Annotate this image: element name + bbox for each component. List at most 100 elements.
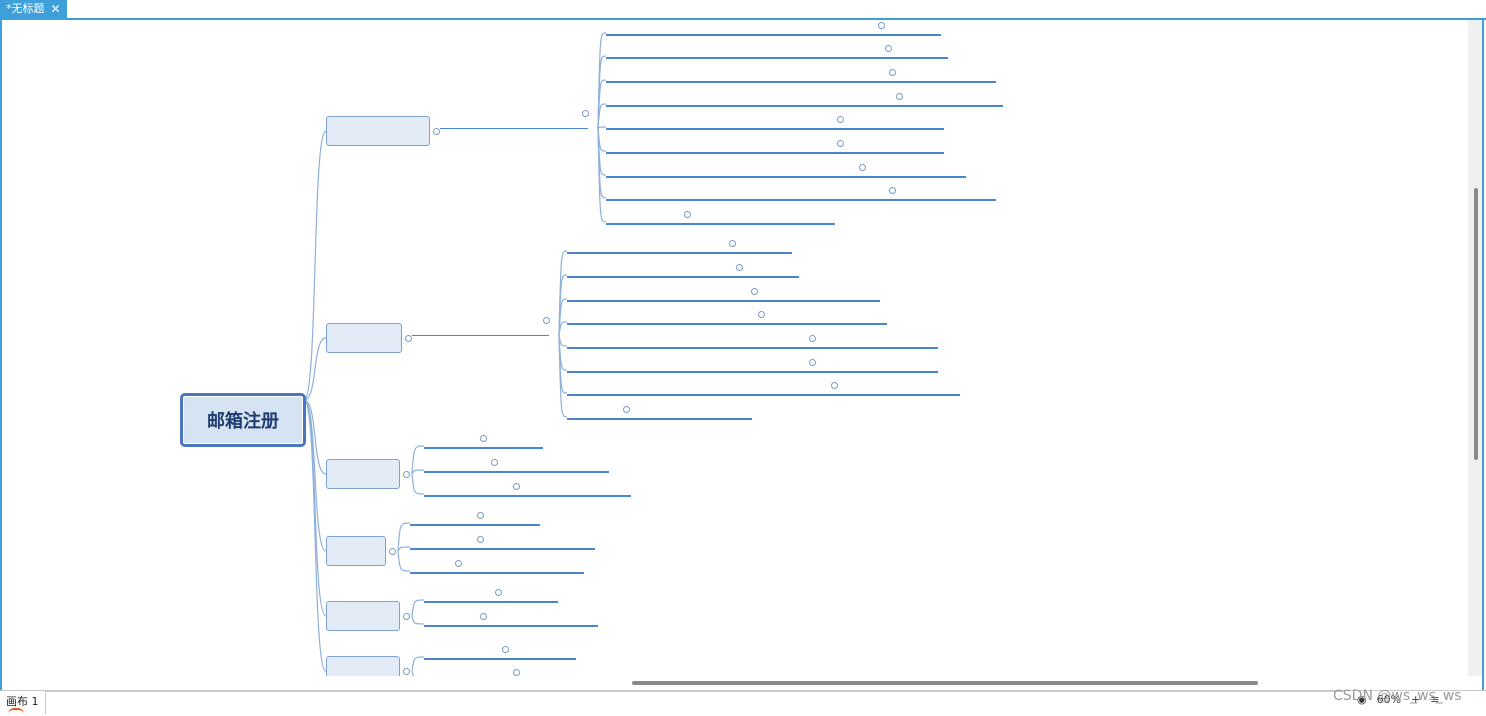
result-underline — [846, 128, 944, 130]
collapse-dot-icon — [403, 668, 410, 675]
collapse-dot-icon — [808, 335, 816, 342]
item-underline — [424, 471, 515, 473]
collapse-dot-icon — [491, 459, 498, 466]
eye-icon[interactable]: ◉ — [1357, 693, 1367, 706]
result-underline — [898, 199, 996, 201]
connector-lines — [303, 32, 606, 676]
branch-topic-3[interactable] — [326, 459, 400, 489]
collapse-dot-icon — [477, 512, 484, 519]
branch-topic-5[interactable] — [326, 601, 400, 631]
item-underline — [566, 252, 753, 254]
collapse-dot-icon — [405, 335, 412, 342]
item-underline — [605, 34, 902, 36]
collapse-dot-icon — [433, 128, 440, 135]
collapse-dot-icon — [455, 560, 462, 567]
result-underline — [512, 658, 576, 660]
branch-topic-2[interactable] — [326, 323, 402, 353]
mindmap-canvas[interactable]: 邮箱注册 — [2, 20, 1468, 676]
collapse-dot-icon — [836, 116, 844, 123]
collapse-dot-icon — [480, 435, 487, 442]
collapse-dot-icon — [877, 22, 885, 29]
result-underline — [745, 276, 799, 278]
zoom-level: 60% — [1376, 693, 1402, 706]
item-underline — [424, 658, 526, 660]
close-icon[interactable]: ✕ — [50, 2, 61, 16]
collapse-dot-icon — [728, 240, 736, 247]
collapse-dot-icon — [403, 613, 410, 620]
collapse-dot-icon — [502, 646, 509, 653]
bottom-bar: 画布 1 ◉ 60% + ≡ — [0, 690, 1486, 716]
item-underline — [566, 394, 855, 396]
item-underline — [566, 371, 833, 373]
collapse-dot-icon — [884, 45, 892, 52]
central-topic[interactable]: 邮箱注册 — [180, 393, 306, 447]
item-underline — [605, 223, 708, 225]
result-underline — [818, 371, 938, 373]
item-underline — [424, 495, 537, 497]
item-underline — [410, 572, 479, 574]
result-underline — [501, 471, 609, 473]
collapse-dot-icon — [830, 382, 838, 389]
collapse-dot-icon — [513, 483, 520, 490]
collapse-dot-icon — [480, 613, 487, 620]
item-underline — [566, 418, 647, 420]
collapse-dot-icon — [389, 548, 396, 555]
document-tab-title: *无标题 — [6, 2, 45, 15]
collapse-dot-icon — [477, 536, 484, 543]
result-underline — [505, 601, 558, 603]
collapse-dot-icon — [888, 69, 896, 76]
result-underline — [818, 347, 938, 349]
result-underline — [490, 625, 598, 627]
zoom-controls: ◉ 60% + ≡ — [1357, 693, 1440, 706]
result-underline — [465, 572, 584, 574]
result-underline — [760, 300, 880, 302]
item-underline — [566, 347, 833, 349]
result-underline — [846, 152, 944, 154]
result-underline — [898, 81, 996, 83]
status-indicator — [8, 708, 24, 714]
branch-topic-4[interactable] — [326, 536, 386, 566]
result-underline — [868, 176, 966, 178]
item-underline — [605, 81, 913, 83]
result-underline — [767, 323, 887, 325]
item-underline — [424, 601, 519, 603]
result-underline — [738, 252, 792, 254]
vertical-scroll-thumb[interactable] — [1474, 188, 1478, 460]
item-underline — [605, 105, 920, 107]
result-underline — [632, 418, 752, 420]
branch-topic-6[interactable] — [326, 656, 400, 676]
collapse-dot-icon — [683, 211, 691, 218]
item-underline — [566, 323, 782, 325]
collapse-dot-icon — [895, 93, 903, 100]
branch-topic-1[interactable] — [326, 116, 430, 146]
underline — [440, 128, 588, 129]
item-underline — [424, 447, 504, 449]
zoom-in-icon[interactable]: + — [1411, 693, 1421, 706]
item-underline — [605, 152, 861, 154]
item-underline — [566, 276, 760, 278]
result-underline — [490, 447, 543, 449]
result-underline — [487, 524, 540, 526]
collapse-dot-icon — [750, 288, 758, 295]
result-underline — [840, 394, 960, 396]
tab-strip: *无标题 ✕ — [0, 0, 1486, 20]
horizontal-scroll-thumb[interactable] — [632, 681, 1258, 685]
result-underline — [894, 57, 948, 59]
menu-icon[interactable]: ≡ — [1430, 693, 1440, 706]
collapse-dot-icon — [542, 317, 550, 324]
collapse-dot-icon — [735, 264, 743, 271]
sheet-tab[interactable]: 画布 1 — [6, 695, 39, 708]
item-underline — [424, 625, 504, 627]
collapse-dot-icon — [581, 110, 589, 117]
underline — [412, 335, 549, 336]
document-tab[interactable]: *无标题 ✕ — [0, 0, 67, 18]
collapse-dot-icon — [858, 164, 866, 171]
collapse-dot-icon — [495, 589, 502, 596]
collapse-dot-icon — [808, 359, 816, 366]
item-underline — [410, 524, 501, 526]
item-underline — [605, 128, 861, 130]
watermark: CSDN @ws_ws_ws — [1333, 688, 1462, 704]
item-underline — [605, 57, 909, 59]
sheet-tab-area — [45, 691, 1346, 714]
collapse-dot-icon — [513, 669, 520, 676]
